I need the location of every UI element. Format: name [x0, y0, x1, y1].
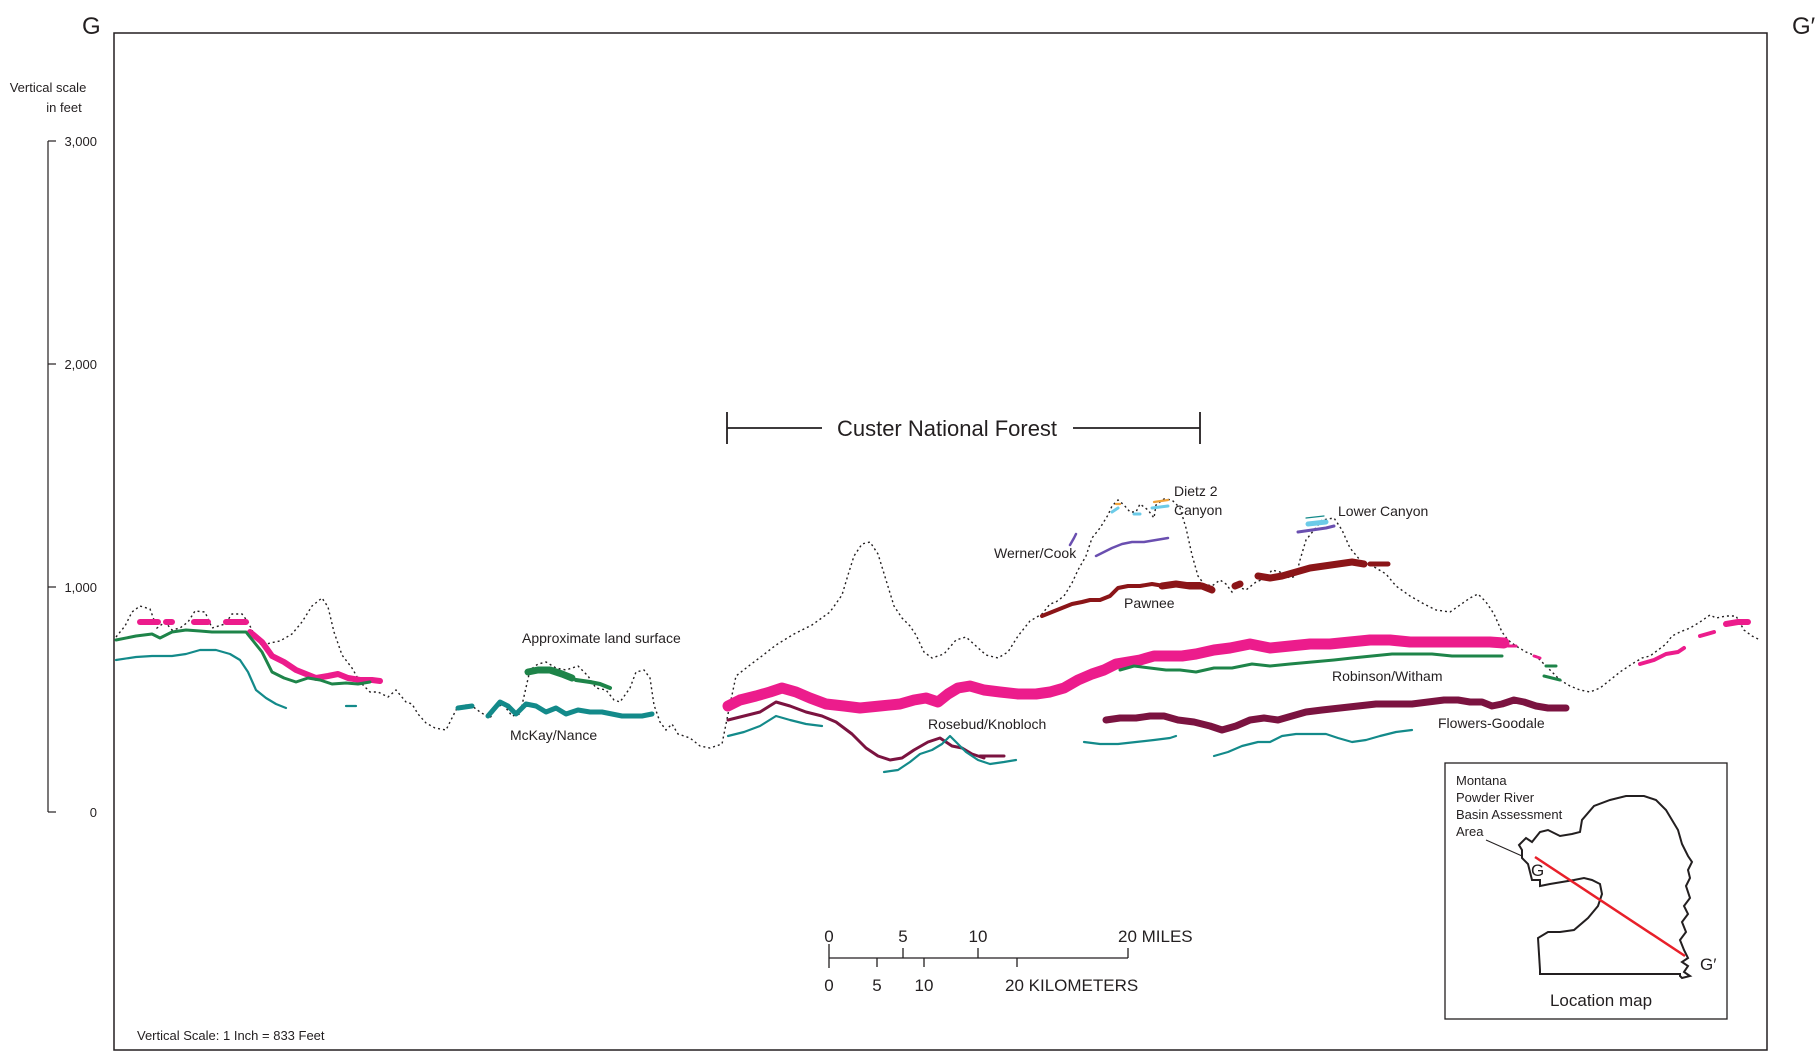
- label-flowers: Flowers-Goodale: [1438, 715, 1545, 731]
- inset-caption: Location map: [1550, 991, 1652, 1010]
- label-dietz-canyon: Canyon: [1174, 502, 1222, 518]
- bed-teal-left: [114, 648, 288, 710]
- bed-dietz: [1114, 498, 1170, 506]
- label-pawnee: Pawnee: [1124, 595, 1175, 611]
- label-land-surface: Approximate land surface: [522, 630, 681, 646]
- land-surface: [115, 498, 1761, 749]
- section-start-label: G: [82, 13, 101, 40]
- section-frame: [113, 32, 1768, 1051]
- scale-miles-10: 10: [969, 927, 988, 946]
- scale-miles-0: 0: [824, 927, 833, 946]
- scale-miles-5: 5: [898, 927, 907, 946]
- scale-miles-end: 20 MILES: [1118, 927, 1193, 946]
- vertical-tick-2000: 2,000: [64, 357, 97, 372]
- scale-km-end: 20 KILOMETERS: [1005, 976, 1138, 995]
- vertical-scale-note: Vertical Scale: 1 Inch = 833 Feet: [137, 1028, 325, 1043]
- label-rosebud: Rosebud/Knobloch: [928, 716, 1046, 732]
- label-werner: Werner/Cook: [994, 545, 1077, 561]
- vertical-tick-3000: 3,000: [64, 134, 97, 149]
- inset-g-prime-label: G′: [1700, 955, 1716, 974]
- coal-bed-traces: [114, 498, 1751, 774]
- inset-area-line1: Montana: [1456, 773, 1507, 788]
- location-map: [1444, 762, 1728, 1020]
- vertical-scale-title: Vertical scale: [10, 80, 87, 95]
- bed-mckay: [455, 699, 655, 719]
- horizontal-scale-bar: [828, 944, 1129, 968]
- inset-area-line4: Area: [1456, 824, 1484, 839]
- inset-area-line3: Basin Assessment: [1456, 807, 1563, 822]
- label-mckay: McKay/Nance: [510, 727, 597, 743]
- bed-rosebud: [726, 700, 986, 762]
- scale-km-5: 5: [872, 976, 881, 995]
- assessment-area-outline: [1517, 795, 1694, 980]
- bed-green-left: [114, 628, 372, 686]
- inset-g-label: G: [1531, 861, 1544, 880]
- inset-area-line2: Powder River: [1456, 790, 1535, 805]
- section-end-label: G′: [1792, 13, 1816, 40]
- label-lower-canyon: Lower Canyon: [1338, 503, 1428, 519]
- scale-km-10: 10: [915, 976, 934, 995]
- bed-canyon: [1110, 504, 1170, 516]
- vertical-scale-unit: in feet: [46, 100, 82, 115]
- bed-green-mid: [1118, 652, 1504, 674]
- bed-flowers: [1102, 696, 1570, 734]
- bed-teal-right: [1212, 728, 1414, 758]
- label-robinson: Robinson/Witham: [1332, 668, 1443, 684]
- vertical-scale: Vertical scale in feet 3,000 2,000 1,000…: [10, 80, 97, 820]
- vertical-tick-0: 0: [90, 805, 97, 820]
- vertical-tick-1000: 1,000: [64, 580, 97, 595]
- section-line: [1534, 855, 1686, 958]
- forest-extent-bracket: [726, 412, 1201, 444]
- scale-km-0: 0: [824, 976, 833, 995]
- bed-robinson: [722, 634, 1510, 714]
- label-dietz: Dietz 2: [1174, 483, 1218, 499]
- bed-werner: [1068, 532, 1078, 547]
- bed-teal-mid: [726, 714, 824, 738]
- forest-label: Custer National Forest: [837, 416, 1057, 441]
